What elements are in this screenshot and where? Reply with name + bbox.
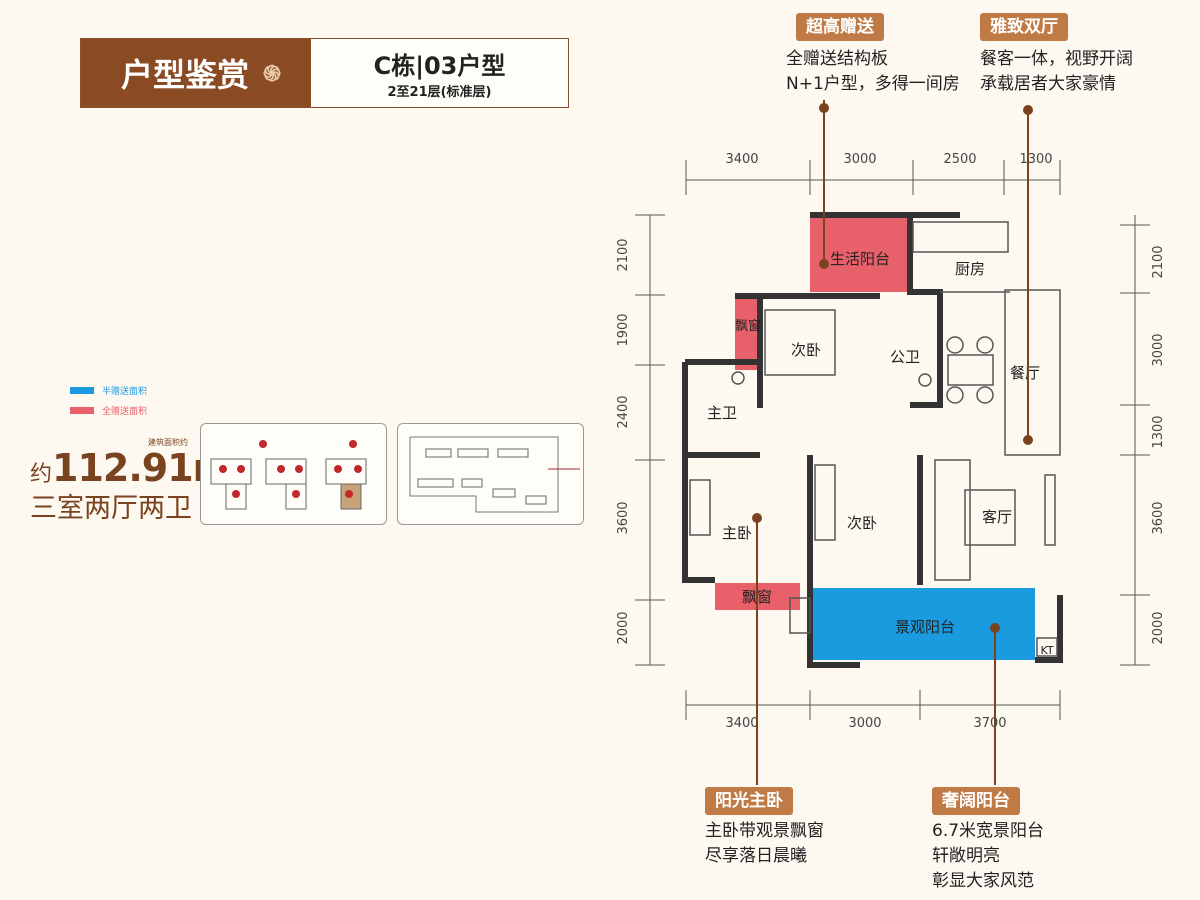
dim-top-1: 3400	[725, 152, 758, 167]
building-unit: C栋|03户型	[373, 52, 506, 80]
legend-full-gift: 全赠送面积	[70, 404, 147, 417]
callout-tag: 超高赠送	[796, 13, 884, 41]
dim-left-4: 3600	[616, 501, 631, 534]
legend-half-gift: 半赠送面积	[70, 384, 147, 397]
room-kt: KT	[1040, 644, 1053, 657]
logo-swirl-icon: ֍	[263, 61, 281, 87]
dim-right-1: 2100	[1151, 245, 1166, 278]
dim-left-2: 1900	[616, 313, 631, 346]
header-banner: 户型鉴赏 ֍ C栋|03户型 2至21层(标准层)	[80, 38, 569, 108]
dim-top-3: 2500	[943, 152, 976, 167]
dim-right-5: 2000	[1151, 611, 1166, 644]
site-keymap	[397, 423, 584, 525]
dim-left-5: 2000	[616, 611, 631, 644]
dim-left-1: 2100	[616, 238, 631, 271]
room-bay-window-1: 飘窗	[735, 318, 761, 334]
dim-right-2: 3000	[1151, 333, 1166, 366]
dim-top-4: 1300	[1019, 152, 1052, 167]
area-prefix: 约	[30, 462, 53, 487]
dim-bottom-1: 3400	[725, 716, 758, 731]
header-title: 户型鉴赏	[121, 56, 250, 94]
room-living: 客厅	[982, 508, 1012, 526]
room-public-bath: 公卫	[890, 348, 920, 366]
callout-tag: 阳光主卧	[705, 787, 793, 815]
callout-master-bedroom: 阳光主卧 主卧带观景飘窗尽享落日晨曦	[705, 786, 824, 869]
dim-top-2: 3000	[843, 152, 876, 167]
callout-tag: 奢阔阳台	[932, 787, 1020, 815]
floor-rooms	[682, 212, 1063, 668]
room-utility-balcony: 生活阳台	[830, 250, 890, 268]
callout-living: 雅致双厅 餐客一体，视野开阔承载居者大家豪情	[980, 12, 1133, 97]
room-dining: 餐厅	[1010, 364, 1040, 382]
room-layout: 三室两厅两卫	[30, 493, 192, 524]
room-master-bath: 主卫	[707, 404, 737, 422]
floor-range: 2至21层(标准层)	[387, 85, 492, 100]
room-second-bedroom: 次卧	[791, 341, 821, 359]
dim-bottom-2: 3000	[848, 716, 881, 731]
room-third-bedroom: 次卧	[847, 514, 877, 532]
room-master-bedroom: 主卧	[722, 524, 752, 542]
area-note: 建筑面积约	[148, 438, 188, 447]
callout-tag: 雅致双厅	[980, 13, 1068, 41]
dim-left-3: 2400	[616, 395, 631, 428]
callout-balcony: 奢阔阳台 6.7米宽景阳台轩敞明亮彰显大家风范	[932, 786, 1044, 894]
dim-bottom-3: 3700	[973, 716, 1006, 731]
room-kitchen: 厨房	[955, 260, 985, 278]
callout-leader-lines	[752, 100, 1033, 785]
room-view-balcony: 景观阳台	[895, 618, 955, 636]
building-keymap	[200, 423, 387, 525]
dim-right-3: 1300	[1151, 415, 1166, 448]
dim-right-4: 3600	[1151, 501, 1166, 534]
